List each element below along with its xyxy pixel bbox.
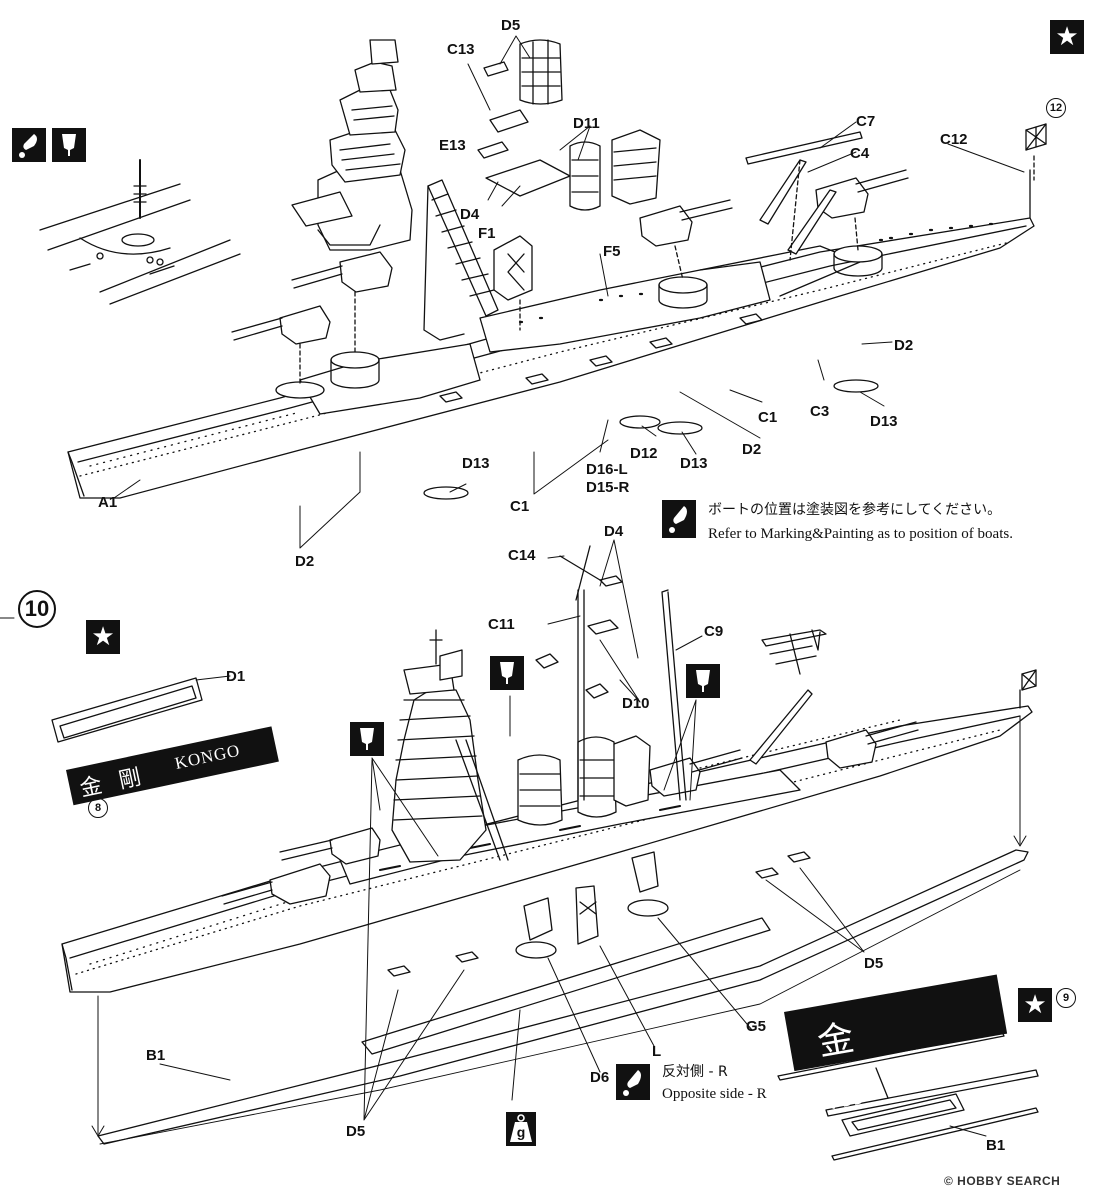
label-D13-mid: D13 [680, 455, 708, 472]
label-C11: C11 [488, 616, 515, 633]
upper-turret-1 [231, 305, 331, 385]
boat-note-english: Refer to Marking&Painting as to position… [708, 526, 1013, 542]
label-D13-right: D13 [870, 413, 898, 430]
label-D5-top: D5 [501, 17, 521, 34]
lower-keel-B1 [97, 849, 1029, 1145]
label-A1: A1 [98, 494, 118, 511]
star-icon: ★ [1018, 988, 1052, 1022]
label-D16-L: D16-L [586, 461, 628, 478]
label-C14: C14 [508, 547, 536, 564]
upper-boats [423, 379, 879, 500]
upper-flag [1025, 123, 1047, 181]
label-D2-mid: D2 [742, 441, 762, 458]
label-D2-bottom: D2 [295, 553, 315, 570]
ref-12: 12 [1046, 98, 1066, 118]
label-D1: D1 [226, 668, 246, 685]
upper-c7-c4-cranes [745, 131, 863, 261]
label-C4: C4 [850, 145, 870, 162]
ref-9: 9 [1056, 988, 1076, 1008]
glue-tube-icon [490, 656, 524, 690]
lower-turret-rear [649, 721, 919, 797]
lower-alignment-arrows [91, 715, 1027, 1137]
label-D10: D10 [622, 695, 650, 712]
star-icon: ★ [1050, 20, 1084, 54]
glue-tube-icon [350, 722, 384, 756]
upper-funnels [519, 39, 661, 211]
lower-leader-lines [159, 539, 987, 1137]
boat-note-japanese: ボートの位置は塗装図を参考にしてください。 [708, 502, 1002, 518]
opposite-side-english: Opposite side - R [662, 1086, 767, 1102]
upper-leader-lines [113, 35, 1025, 549]
label-C3: C3 [810, 403, 830, 420]
label-D4-lower: D4 [604, 523, 624, 540]
label-D2-right: D2 [894, 337, 914, 354]
label-F5: F5 [603, 243, 621, 260]
label-D11: D11 [573, 115, 600, 132]
opposite-side-japanese: 反対側 - R [662, 1064, 728, 1080]
watermark: © HOBBY SEARCH [944, 1174, 1061, 1188]
lower-nameplate-base [51, 677, 203, 743]
label-D6: D6 [590, 1069, 610, 1086]
label-D4-top: D4 [460, 206, 480, 223]
label-D5-right: D5 [864, 955, 884, 972]
paint-brush-icon [616, 1064, 650, 1100]
glue-tube-icon [52, 128, 86, 162]
label-D13-left: D13 [462, 455, 490, 472]
label-C12: C12 [940, 131, 968, 148]
upper-inset-detail [39, 159, 241, 305]
upper-turret-2 [291, 251, 393, 353]
label-D5-bottom: D5 [346, 1123, 366, 1140]
upper-hull [67, 169, 1035, 499]
lower-bridge-tower [391, 629, 509, 863]
lower-funnels [517, 735, 651, 826]
label-C7: C7 [856, 113, 876, 130]
star-icon: ★ [86, 620, 120, 654]
upper-turret-4 [815, 169, 909, 251]
upper-turret-3 [639, 199, 733, 281]
label-C1-right: C1 [758, 409, 778, 426]
nameplate-name: KONGO [173, 740, 242, 773]
lower-seaplane [761, 629, 827, 675]
label-D15-R: D15-R [586, 479, 630, 496]
label-G5: G5 [746, 1018, 767, 1035]
weight-letter: g [516, 1124, 526, 1140]
glue-tube-icon [686, 664, 720, 698]
lower-flag [1019, 669, 1037, 709]
weight-icon: g [506, 1112, 536, 1146]
upper-platform-D4 [477, 61, 571, 197]
label-L: L [652, 1043, 662, 1060]
label-D12: D12 [630, 445, 658, 462]
step-number: 10 [18, 590, 56, 628]
paint-brush-icon [662, 500, 696, 538]
label-F1: F1 [478, 225, 496, 242]
lower-loose-parts [387, 851, 811, 977]
lower-turret-front [221, 827, 381, 905]
upper-E13-crane [423, 179, 499, 341]
label-B1-left: B1 [146, 1047, 166, 1064]
label-B1-right: B1 [986, 1137, 1006, 1154]
label-E13: E13 [439, 137, 466, 154]
label-C1-bottom: C1 [510, 498, 530, 515]
label-C9: C9 [704, 623, 724, 640]
label-C13: C13 [447, 41, 475, 58]
paint-brush-icon [12, 128, 46, 162]
upper-bridge-tower [291, 39, 413, 251]
lower-masts [535, 545, 813, 801]
